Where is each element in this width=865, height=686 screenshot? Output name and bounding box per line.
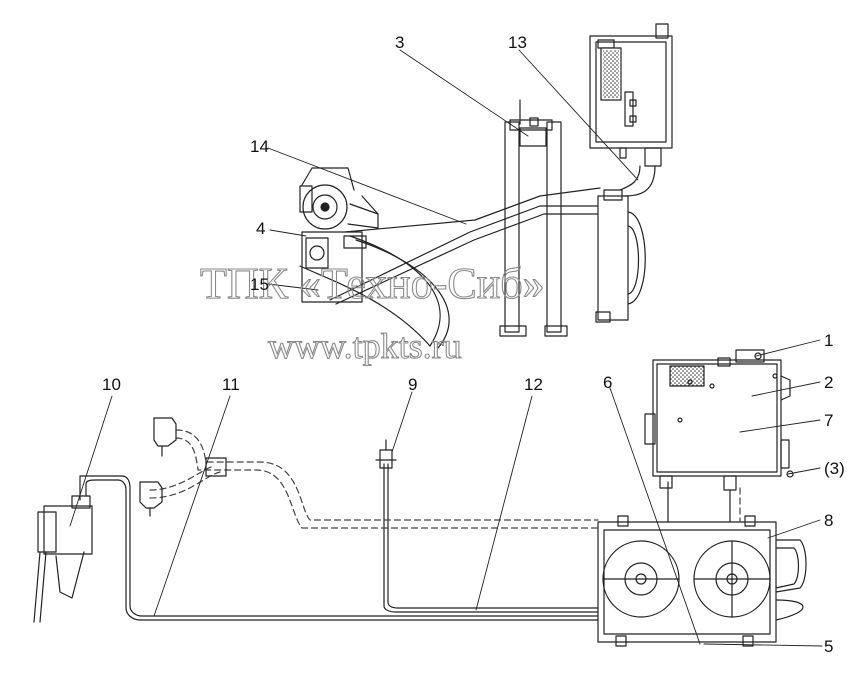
callout-10: 10 (102, 375, 121, 394)
callout-7: 7 (824, 411, 833, 430)
callout-9: 9 (408, 375, 417, 394)
callout-3-paren: (3) (824, 459, 845, 478)
valve-handles (139, 417, 227, 517)
drill-tool (33, 495, 93, 623)
callout-14: 14 (250, 137, 269, 156)
watermark-company: ТПК «Техно-Сиб» (200, 259, 545, 308)
leader-lines (69, 49, 823, 647)
reservoir-tank (589, 23, 673, 167)
control-block (644, 349, 794, 491)
callout-15: 15 (250, 275, 269, 294)
watermark-url: www.tpkts.ru (268, 326, 462, 366)
callout-11: 11 (222, 375, 240, 394)
callout-3: 3 (395, 33, 404, 52)
main-hoses (79, 439, 599, 621)
callout-8: 8 (824, 511, 833, 530)
twin-fan-cooler (597, 481, 807, 647)
callout-5: 5 (824, 637, 833, 656)
cooler-fan-unit (595, 189, 646, 323)
callout-2: 2 (824, 373, 833, 392)
callout-4: 4 (256, 219, 265, 238)
top-hoses (299, 99, 656, 349)
pump-unit (299, 167, 379, 303)
callout-6: 6 (603, 373, 612, 392)
callout-1: 1 (824, 331, 833, 350)
dashed-return-hoses (149, 429, 741, 529)
callout-13: 13 (508, 33, 527, 52)
radiator-column (499, 117, 568, 337)
callout-12: 12 (524, 375, 543, 394)
